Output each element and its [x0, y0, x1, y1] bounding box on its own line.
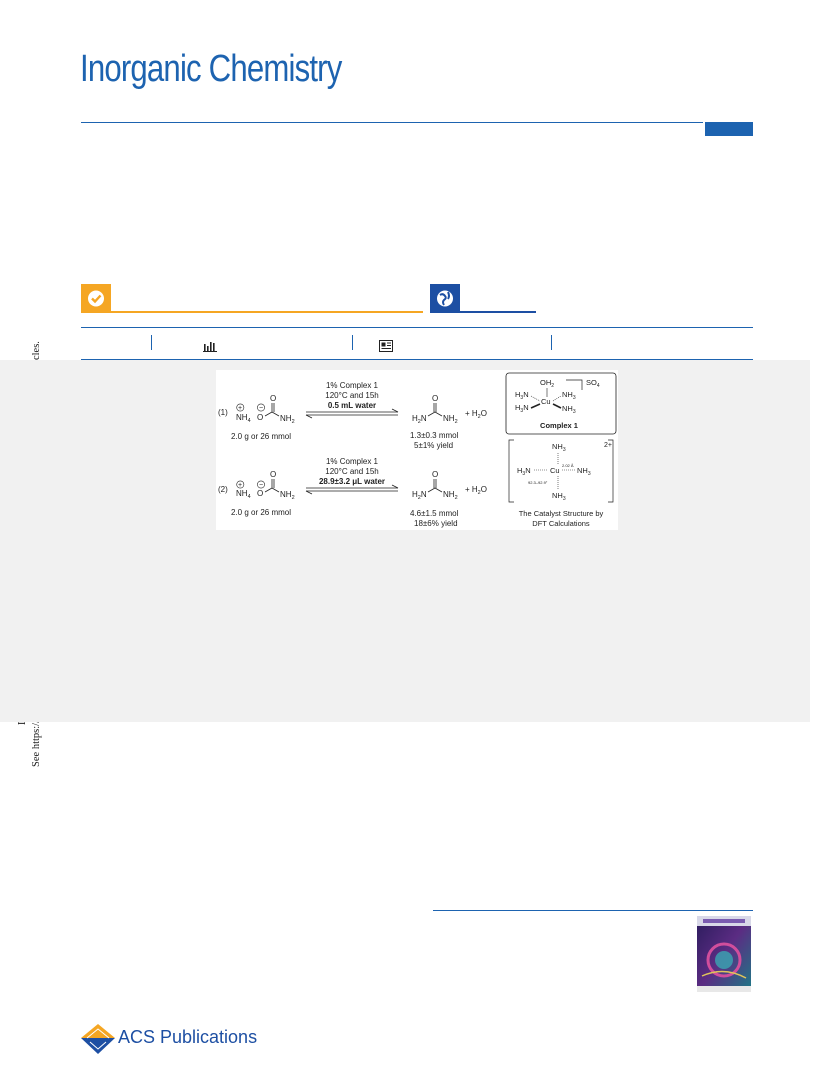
journal-cover-image[interactable]: [697, 916, 751, 992]
svg-text:H3N: H3N: [515, 390, 529, 401]
bar-chart-icon[interactable]: [203, 339, 217, 357]
header-rule: [81, 122, 703, 123]
charge-minus: −: [259, 405, 263, 412]
reaction1-catalyst: 1% Complex 1: [326, 381, 379, 390]
reaction2-yield: 18±6% yield: [414, 519, 458, 528]
reaction1-number: (1): [218, 408, 228, 417]
dft-metal: Cu: [550, 466, 560, 475]
metrics-separator: [352, 335, 353, 350]
svg-text:NH3: NH3: [562, 390, 576, 401]
dft-caption-line1: The Catalyst Structure by: [519, 509, 604, 518]
charge-plus: +: [238, 405, 242, 412]
svg-text:O: O: [257, 489, 263, 498]
complex1-title: Complex 1: [540, 421, 578, 430]
reaction1-product-amount: 1.3±0.3 mmol: [410, 431, 459, 440]
svg-text:H3N: H3N: [515, 403, 529, 414]
reaction1-yield: 5±1% yield: [414, 441, 453, 450]
svg-text:NH2: NH2: [443, 414, 458, 425]
open-access-badge[interactable]: [430, 284, 536, 313]
svg-text:NH3: NH3: [552, 491, 566, 502]
checkmark-icon: [81, 284, 111, 313]
svg-text:NH2: NH2: [280, 414, 295, 425]
reaction2-water: 28.9±3.2 μL water: [319, 477, 385, 486]
dft-charge: 2+: [604, 442, 612, 449]
reaction1-water: 0.5 mL water: [328, 401, 376, 410]
svg-text:O: O: [270, 394, 276, 403]
complex1-metal: Cu: [541, 397, 551, 406]
complex1-box: [505, 372, 617, 435]
reaction1-reactant-amount: 2.0 g or 26 mmol: [231, 432, 291, 441]
svg-text:SO4: SO4: [586, 378, 600, 389]
editors-choice-badge[interactable]: [81, 284, 423, 313]
dft-bond-length: 2.02 Å: [562, 463, 574, 468]
dft-angle: 92.3–92.9°: [528, 480, 548, 485]
dft-caption-line2: DFT Calculations: [532, 519, 590, 528]
svg-text:NH3: NH3: [552, 442, 566, 453]
svg-text:NH3: NH3: [577, 466, 591, 477]
svg-text:O: O: [432, 394, 438, 403]
svg-text:O: O: [270, 470, 276, 479]
svg-text:O: O: [257, 413, 263, 422]
svg-text:+ H2O: + H2O: [465, 485, 487, 496]
toc-graphic: (1) + NH4 − O O NH2 2.0 g or 26 mmol 1% …: [216, 370, 618, 530]
svg-text:H3N: H3N: [517, 466, 531, 477]
svg-text:NH3: NH3: [562, 404, 576, 415]
svg-text:H2N: H2N: [412, 490, 427, 501]
globe-icon: [430, 284, 460, 313]
svg-text:H2N: H2N: [412, 414, 427, 425]
header-tab: [705, 122, 753, 136]
svg-text:O: O: [432, 470, 438, 479]
acs-logo-icon: [81, 1024, 115, 1059]
metrics-bar-bottom-rule: [81, 359, 753, 360]
publisher-name[interactable]: ACS Publications: [118, 1027, 258, 1047]
svg-text:+: +: [238, 482, 242, 489]
svg-text:+ H2O: + H2O: [465, 409, 487, 420]
svg-text:NH4: NH4: [236, 413, 251, 424]
reaction2-conditions: 120°C and 15h: [325, 467, 378, 476]
reaction2-product-amount: 4.6±1.5 mmol: [410, 509, 459, 518]
article-icon[interactable]: [379, 339, 393, 357]
svg-text:NH2: NH2: [280, 490, 295, 501]
reaction2-number: (2): [218, 485, 228, 494]
reaction2-catalyst: 1% Complex 1: [326, 457, 379, 466]
metrics-bar-top-rule: [81, 327, 753, 328]
svg-text:NH2: NH2: [443, 490, 458, 501]
svg-text:−: −: [259, 482, 263, 489]
cover-rule: [433, 910, 753, 911]
reaction1-conditions: 120°C and 15h: [325, 391, 378, 400]
svg-text:OH2: OH2: [540, 378, 554, 389]
metrics-separator: [551, 335, 552, 350]
reaction2-reactant-amount: 2.0 g or 26 mmol: [231, 508, 291, 517]
svg-text:NH4: NH4: [236, 489, 251, 500]
journal-title: Inorganic Chemistry: [80, 48, 342, 90]
metrics-separator: [151, 335, 152, 350]
